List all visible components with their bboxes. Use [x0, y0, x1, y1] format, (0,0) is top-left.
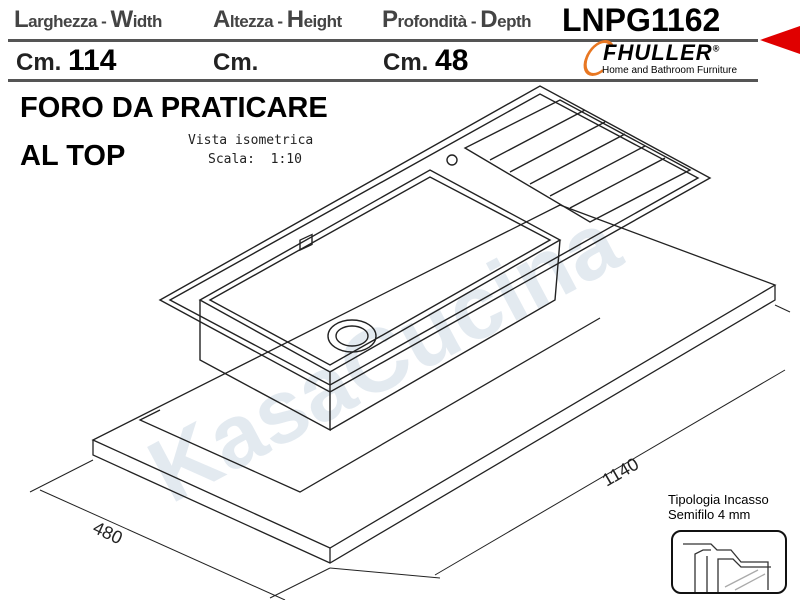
drainboard-ribs: [489, 109, 666, 209]
scale-label: Scala: 1:10: [208, 152, 302, 167]
height-label: Altezza - Height: [213, 6, 342, 33]
product-code: LNPG1162: [562, 2, 721, 38]
title-line1: FORO DA PRATICARE: [20, 92, 328, 124]
install-detail-icon: [671, 530, 787, 594]
width-label: Larghezza - Width: [14, 6, 162, 33]
dimension-depth: 480: [90, 517, 126, 548]
brand-logo: FHULLER® Home and Bathroom Furniture: [578, 40, 755, 78]
height-value: Cm.: [213, 49, 259, 76]
watermark: KasaCucina: [133, 192, 636, 523]
view-label: Vista isometrica: [188, 133, 314, 148]
depth-label: Profondità - Depth: [382, 6, 532, 33]
depth-value: Cm. 48: [383, 44, 469, 77]
width-value: Cm. 114: [16, 44, 117, 77]
marker-triangle-icon: [760, 26, 800, 54]
divider: [8, 39, 758, 42]
dimension-length: 1140: [599, 454, 643, 491]
countertop: [91, 204, 777, 564]
sink: [158, 85, 712, 432]
divider: [8, 79, 758, 82]
title-line2: AL TOP: [20, 140, 126, 172]
dimension-lines: [29, 304, 791, 600]
